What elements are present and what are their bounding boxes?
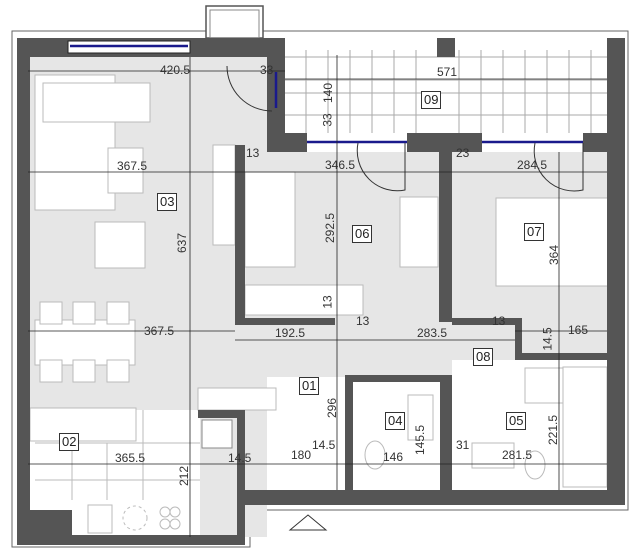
dimension-label: 365.5	[115, 451, 146, 465]
floor-balcony-09	[285, 50, 607, 133]
sink-04	[407, 394, 434, 441]
room-label-07: 07	[524, 223, 545, 241]
dimension-label: 13	[356, 314, 370, 328]
kitchen-tiles	[35, 410, 200, 500]
dimension-label: 14.5	[540, 327, 555, 351]
room-label-06: 06	[352, 225, 373, 243]
bathtub	[562, 366, 608, 488]
dimension-label: 33	[320, 113, 335, 127]
bed-06	[244, 284, 364, 316]
dimension-label: 367.5	[144, 324, 175, 338]
dimension-label: 14.5	[228, 451, 252, 465]
room-label-02: 02	[59, 433, 80, 451]
dimension-label: 367.5	[117, 159, 148, 173]
armchair	[94, 221, 146, 269]
dimension-label: 145.5	[413, 424, 428, 456]
balcony-top-frame	[205, 5, 264, 39]
dimension-label: 192.5	[275, 326, 306, 340]
tv-unit	[212, 144, 236, 246]
door-swings	[226, 65, 584, 192]
dimension-label: 283.5	[417, 326, 448, 340]
desk-06	[399, 196, 439, 268]
dimension-label: 364	[547, 244, 562, 266]
dimension-label: 31	[456, 438, 470, 452]
dimension-label: 212	[177, 465, 192, 487]
dimension-label: 296	[325, 397, 340, 419]
dimension-label: 13	[492, 314, 506, 328]
toilet-04	[364, 440, 386, 470]
dimension-label: 165	[568, 323, 589, 337]
dimension-label: 14.5	[312, 438, 336, 452]
toilet-05	[524, 450, 546, 480]
dimension-lines	[28, 55, 607, 537]
dimension-label: 23	[456, 146, 470, 160]
dimension-label: 33	[260, 63, 274, 77]
bed-07	[495, 197, 609, 287]
dimension-label: 221.5	[546, 414, 561, 446]
dining-table	[34, 319, 136, 366]
dimension-label: 637	[175, 232, 190, 254]
coffee-table	[107, 147, 144, 194]
stove-burner	[159, 506, 171, 518]
dimension-label: 346.5	[325, 158, 356, 172]
dimension-label: 281.5	[502, 448, 533, 462]
washer	[524, 367, 564, 404]
room-label-08: 08	[473, 348, 494, 366]
dimension-label: 13	[320, 295, 335, 309]
dimension-label: 140	[321, 82, 336, 104]
dimension-label: 420.5	[160, 63, 191, 77]
dimension-label: 146	[383, 450, 404, 464]
windows	[67, 40, 583, 144]
dimension-label: 13	[246, 146, 260, 160]
room-label-04: 04	[385, 412, 406, 430]
electrical-panel	[201, 419, 233, 449]
counter	[197, 387, 277, 411]
room-label-01: 01	[299, 377, 320, 395]
kitchen-island	[29, 407, 137, 442]
dimension-label: 284.5	[517, 158, 548, 172]
room-label-09: 09	[421, 91, 442, 109]
balcony-tiles	[285, 50, 607, 133]
room-label-05: 05	[506, 412, 527, 430]
dimension-label: 292.5	[323, 212, 338, 244]
dimension-label: 180	[291, 448, 312, 462]
dimension-label: 571	[437, 65, 458, 79]
room-label-03: 03	[157, 193, 178, 211]
kitchen-sink	[87, 504, 113, 534]
entrance-arrow	[288, 514, 328, 531]
